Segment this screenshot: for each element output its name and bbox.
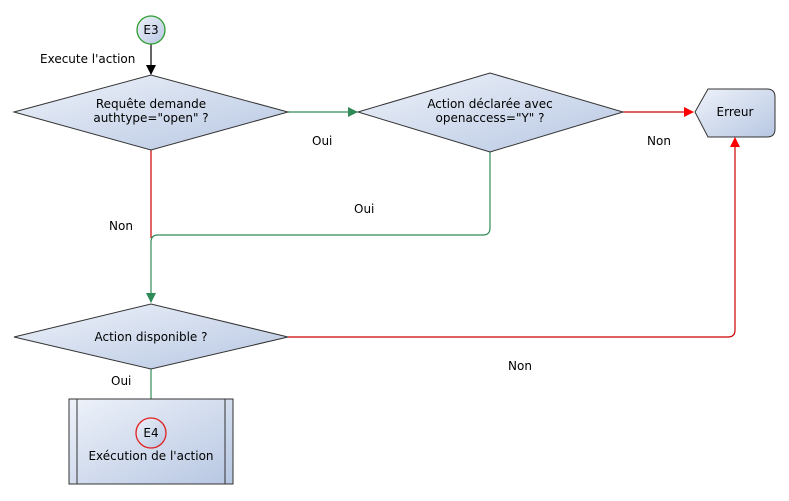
decision-authtype-line1: Requête demande: [96, 97, 206, 111]
edge-available-no: [288, 137, 740, 338]
process-execution-label: Exécution de l'action: [88, 449, 213, 463]
edge-label-available-yes: Oui: [111, 374, 131, 388]
edge-label-openaccess-yes: Oui: [354, 202, 374, 216]
end-connector[interactable]: E4: [135, 417, 167, 449]
decision-openaccess-line1: Action déclarée avec: [427, 97, 552, 111]
edge-label-openaccess-no: Non: [647, 134, 671, 148]
decision-authtype[interactable]: Requête demande authtype="open" ?: [12, 74, 290, 151]
end-connector-label: E4: [143, 426, 158, 440]
start-connector[interactable]: E3: [136, 15, 166, 45]
edge-label-authtype-yes: Oui: [312, 134, 332, 148]
edge-label-available-no: Non: [508, 359, 532, 373]
error-terminal-label: Erreur: [717, 105, 754, 119]
decision-openaccess-line2: openaccess="Y" ?: [436, 111, 545, 125]
decision-authtype-line2: authtype="open" ?: [93, 111, 208, 125]
decision-available-label: Action disponible ?: [94, 330, 207, 344]
edge-label-authtype-no: Non: [109, 219, 133, 233]
decision-available[interactable]: Action disponible ?: [13, 303, 289, 370]
edge-openaccess-yes: [146, 152, 491, 303]
edge-label-execute-action: Execute l'action: [40, 52, 135, 66]
error-terminal[interactable]: Erreur: [694, 88, 776, 138]
start-connector-label: E3: [143, 23, 158, 37]
decision-openaccess[interactable]: Action déclarée avec openaccess="Y" ?: [356, 72, 625, 153]
